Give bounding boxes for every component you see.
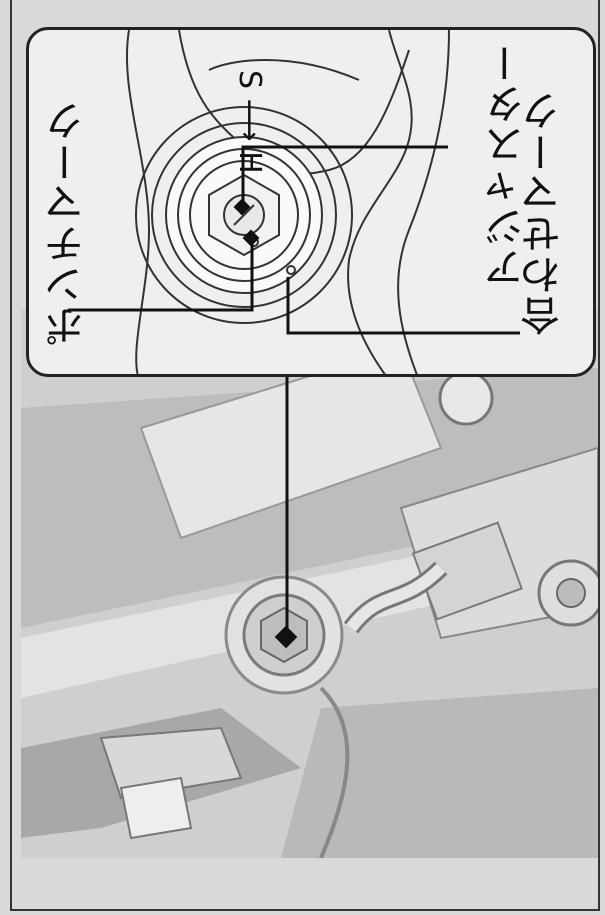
motorcycle-rear-shock-photo [21,308,598,858]
punch-mark-label: ポンチマーク [45,100,91,346]
direction-indicator: S ⟶ H [232,70,267,174]
alignment-mark-label: 合わせマーク [521,90,567,336]
